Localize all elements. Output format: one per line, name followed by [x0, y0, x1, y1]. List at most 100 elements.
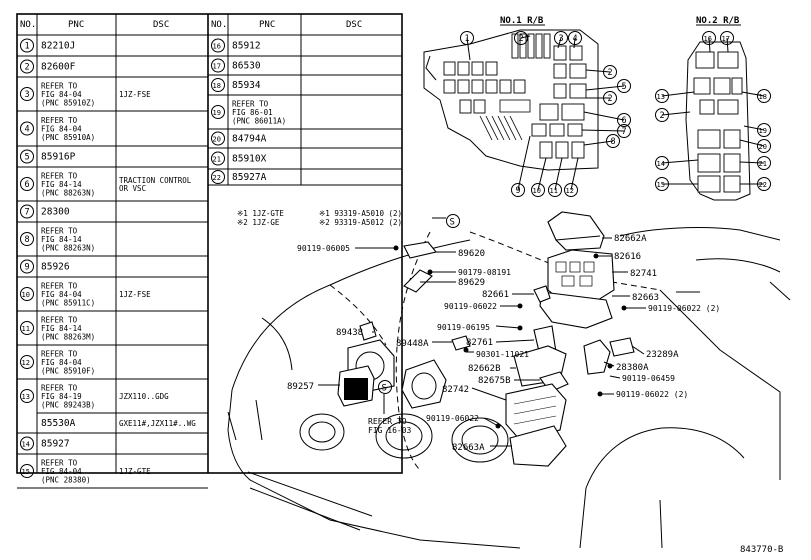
- row-number-circle: [20, 38, 34, 53]
- callout-number: 1: [465, 34, 470, 44]
- label-90119-06022-c: 90119-06022: [426, 414, 479, 423]
- callout-circle: [511, 183, 525, 197]
- rb1-callout: 3: [554, 31, 568, 49]
- rb1-callout: 12: [564, 157, 579, 197]
- label-82742: 82742: [442, 385, 469, 395]
- row-pnc: 85530A: [41, 418, 76, 429]
- callout-number: 14: [657, 160, 665, 168]
- label-90179-08191: 90179-08191: [458, 268, 511, 277]
- rb1-callout: 7: [581, 124, 631, 138]
- callout-number: 7: [622, 127, 627, 137]
- rb2-callout: 14: [655, 156, 699, 170]
- rb2-callout: 15: [655, 177, 698, 191]
- part-82663a: [509, 425, 567, 467]
- callout-circle: [460, 31, 474, 45]
- part-labels: ※1 1JZ-GTE ※2 1JZ-GE ※1 93319-A5010 (2) …: [237, 209, 720, 453]
- part-82741: [547, 249, 615, 301]
- s-mark-top-label: S: [450, 218, 455, 228]
- note-1jz-gte: ※1 1JZ-GTE: [237, 209, 284, 218]
- row-pnc: 85910X: [232, 154, 267, 165]
- row-number-circle: [20, 355, 34, 369]
- leader-lines: [318, 217, 646, 447]
- row-number-circle: [20, 59, 34, 74]
- row-number: 1: [25, 42, 30, 52]
- callout-number: 2: [660, 111, 665, 121]
- callout-number: 13: [657, 93, 665, 101]
- callout-circle: [617, 124, 631, 138]
- callout-circle: [548, 183, 562, 197]
- row-pnc: 82600F: [41, 62, 76, 73]
- row-dsc: JZX110..GDG: [119, 392, 169, 401]
- callout-number: 18: [759, 93, 767, 101]
- label-82661: 82661: [482, 290, 509, 300]
- rb2-title: NO.2 R/B: [696, 16, 740, 26]
- row-dsc: TRACTION CONTROL: [119, 176, 192, 185]
- row-pnc: REFER TO: [41, 459, 78, 468]
- header-dsc-right: DSC: [346, 20, 362, 30]
- rb1-callout: 9: [511, 135, 531, 197]
- row-pnc: REFER TO: [41, 82, 78, 91]
- part-23289a: [609, 337, 635, 357]
- label-90301-11021: 90301-11021: [476, 350, 529, 359]
- row-number: 10: [22, 291, 30, 299]
- row-dsc: GXE11#,JZX11#..WG: [119, 419, 196, 428]
- label-89629: 89629: [458, 278, 485, 288]
- callout-number: 9: [516, 186, 521, 196]
- row-number-circle: [20, 287, 34, 301]
- row-pnc: FIG 84-14: [41, 235, 82, 244]
- row-number-circle: [211, 170, 225, 184]
- row-number-circle: [211, 38, 225, 53]
- row-number: 6: [25, 180, 30, 190]
- callout-circle: [531, 183, 545, 197]
- row-pnc: (PNC 85911C): [41, 299, 95, 308]
- label-90119-06022-b: 90119-06022 (2): [648, 304, 720, 313]
- row-number: 5: [25, 153, 30, 163]
- rb1-callout: 2: [514, 31, 531, 45]
- label-90119-06022-a: 90119-06022: [444, 302, 497, 311]
- row-pnc: FIG 84-04: [41, 467, 82, 476]
- row-pnc: (PNC 89243B): [41, 401, 95, 410]
- rb1-callout: 1: [460, 31, 474, 61]
- row-number: 20: [213, 136, 221, 144]
- row-pnc: (PNC 85910Z): [41, 99, 95, 108]
- label-90119-06459: 90119-06459: [622, 374, 675, 383]
- row-number-circle: [211, 131, 225, 146]
- row-pnc: REFER TO: [41, 350, 78, 359]
- row-pnc: (PNC 85910A): [41, 133, 95, 142]
- callout-number: 4: [573, 34, 578, 44]
- callout-number: 8: [611, 137, 616, 147]
- s-mark-bottom-label: S: [382, 384, 387, 394]
- row-number-circle: [20, 87, 34, 101]
- ecu-body: [344, 378, 368, 400]
- label-82662b: 82662B: [468, 364, 501, 374]
- header-dsc: DSC: [153, 20, 169, 30]
- row-number-circle: [211, 151, 225, 166]
- row-pnc: REFER TO: [41, 172, 78, 181]
- callout-number: 5: [622, 82, 627, 92]
- row-number: 16: [213, 43, 221, 51]
- part-89629: [403, 269, 433, 293]
- callout-circle: [603, 91, 617, 105]
- row-pnc: REFER TO: [41, 282, 78, 291]
- rb2-callout: 2: [655, 108, 691, 122]
- rb2-callout: 20: [739, 139, 771, 153]
- table-row: 85530A GXE11#,JZX11#..WG: [41, 418, 196, 429]
- callout-circle: [757, 89, 771, 103]
- callout-number: 21: [759, 160, 767, 168]
- s-mark-bottom: [378, 380, 392, 394]
- row-pnc: FIG 84-14: [41, 324, 82, 333]
- row-number-circle: [20, 232, 34, 246]
- callout-number: 10: [533, 187, 541, 195]
- row-number-circle: [20, 149, 34, 164]
- label-refer-to: REFER TO: [368, 417, 407, 426]
- row-pnc: (PNC 85910F): [41, 367, 95, 376]
- row-pnc: 86530: [232, 61, 261, 72]
